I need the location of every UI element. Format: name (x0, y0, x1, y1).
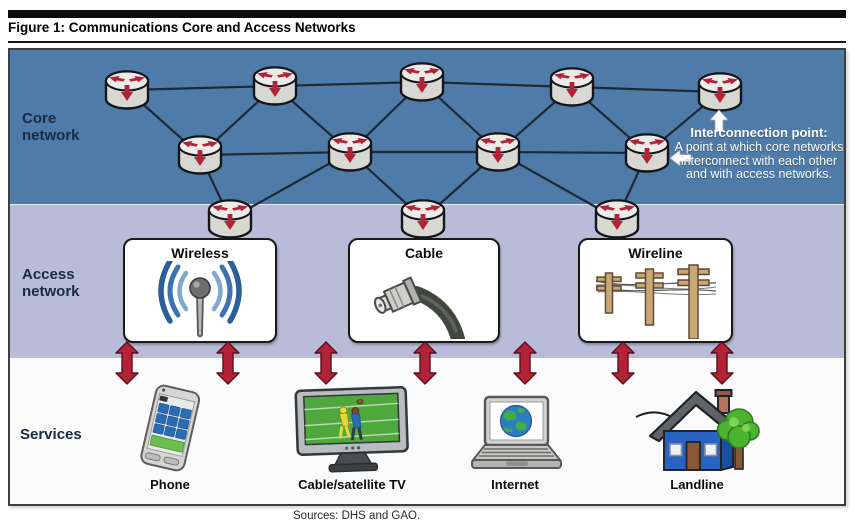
services-label: Services (20, 426, 82, 443)
laptop-icon (470, 395, 563, 469)
television-icon (294, 386, 409, 473)
service-label-landline: Landline (670, 477, 724, 492)
service-item-internet: Internet (435, 380, 595, 492)
double-arrow-icon (216, 341, 240, 385)
service-label-tv: Cable/satellite TV (298, 477, 406, 492)
wireless-antenna-icon (158, 261, 242, 338)
title-bottom-rule (8, 41, 846, 43)
title-top-rule (8, 10, 846, 18)
wireline-box-title: Wireline (628, 245, 683, 261)
house-icon (635, 389, 760, 472)
coaxial-cable-icon (374, 276, 465, 339)
double-arrow-icon (413, 341, 437, 385)
interconnection-annotation: Interconnection point: A point at which … (670, 126, 848, 182)
interconnection-annotation-body: A point at which core networks interconn… (674, 140, 844, 181)
source-note: Sources: DHS and GAO. (293, 510, 421, 522)
cable-box-title: Cable (404, 245, 444, 261)
double-arrow-icon (611, 341, 635, 385)
cable-access-box: Cable (348, 238, 500, 343)
service-item-phone: Phone (90, 380, 250, 492)
figure-title: Figure 1: Communications Core and Access… (8, 20, 356, 35)
network-diagram: Core network Access network Services Wir… (8, 48, 846, 506)
double-arrow-icon (115, 341, 139, 385)
service-item-tv: Cable/satellite TV (272, 380, 432, 492)
service-label-phone: Phone (150, 477, 190, 492)
double-arrow-icon (710, 341, 734, 385)
service-item-landline: Landline (617, 380, 777, 492)
smartphone-icon (140, 384, 201, 472)
telephone-poles-icon (595, 264, 716, 339)
access-network-label: Access network (22, 266, 80, 300)
wireless-box-title: Wireless (171, 245, 229, 261)
double-arrow-icon (314, 341, 338, 385)
service-label-internet: Internet (491, 477, 539, 492)
interconnection-annotation-title: Interconnection point: (690, 125, 828, 140)
core-network-label: Core network (22, 110, 80, 144)
wireline-access-box: Wireline (578, 238, 733, 343)
double-arrow-icon (513, 341, 537, 385)
wireless-access-box: Wireless (123, 238, 277, 343)
